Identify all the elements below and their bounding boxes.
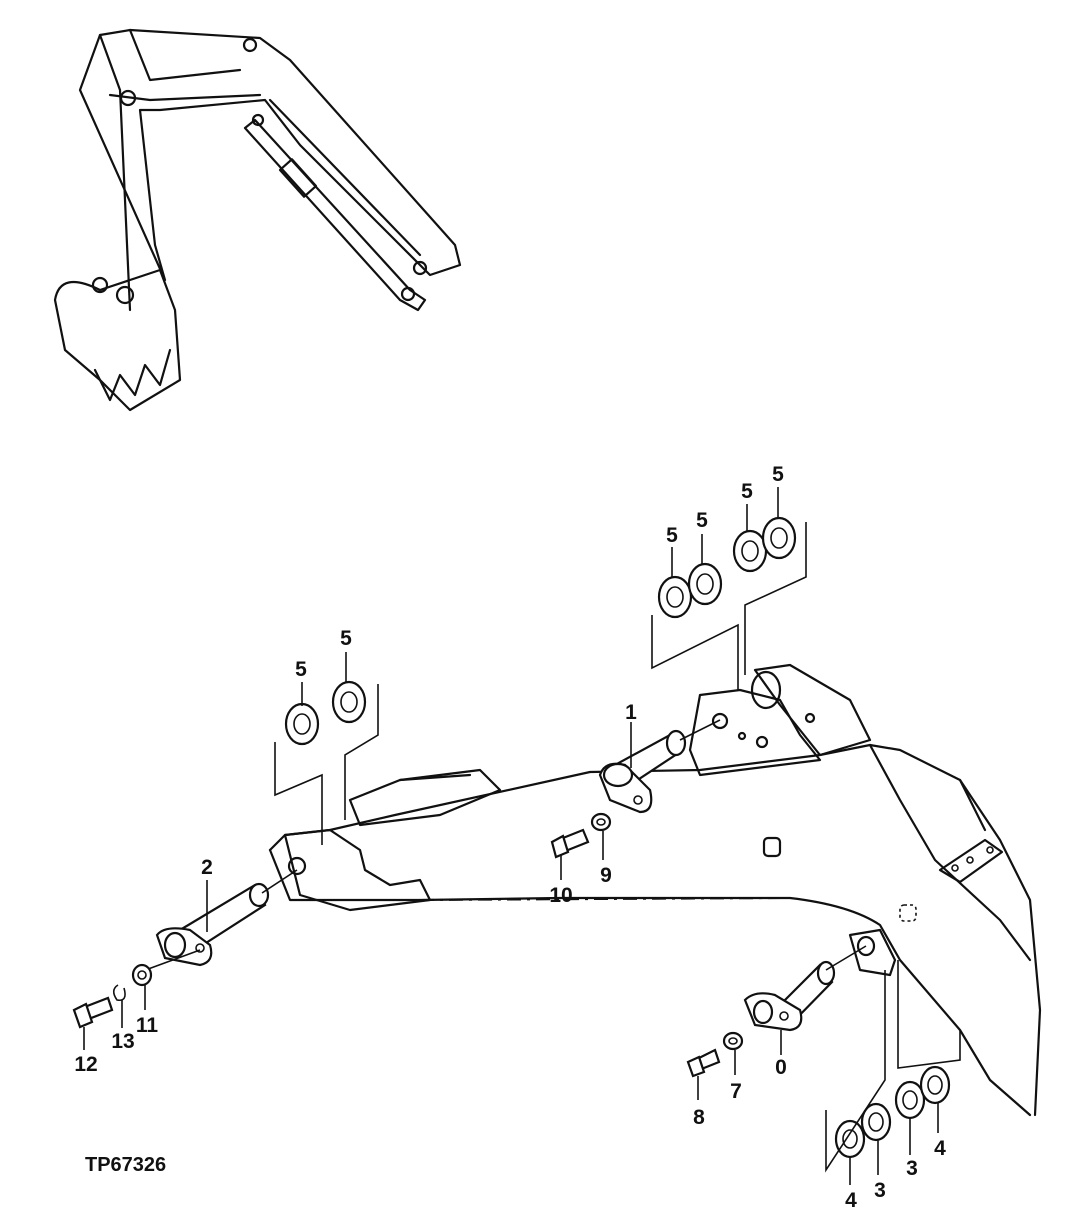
callout-12: 12 [74,1053,97,1076]
callout-9: 9 [600,864,612,887]
centerline [419,897,791,901]
callout-1: 1 [625,701,637,724]
shim-group-bottom [825,960,961,1173]
callout-5: 5 [772,463,784,486]
bolt-8 [686,1048,721,1078]
callout-3: 3 [874,1179,886,1202]
boom-assembly [268,663,1042,1117]
callout-2: 2 [201,856,213,879]
callout-11: 11 [136,1014,159,1037]
shim-group-left [274,680,379,845]
callout-labels: 1 2 0 10 9 11 13 12 7 8 5 5 5 5 5 5 4 3 … [74,463,946,1212]
callout-5: 5 [741,480,753,503]
bolt-12 [72,996,114,1029]
figure-code: TP67326 [85,1154,166,1176]
lockwasher-13 [112,984,126,1002]
callout-5: 5 [340,627,352,650]
washer-9 [590,812,612,832]
washer-11 [131,963,153,987]
callout-13: 13 [111,1030,134,1053]
pin-1 [598,719,721,814]
callout-10: 10 [549,884,572,907]
callout-8: 8 [693,1106,705,1129]
leader-lines [83,487,939,1185]
callout-5: 5 [295,658,307,681]
callout-4: 4 [845,1189,857,1212]
callout-5: 5 [696,509,708,532]
callout-4: 4 [934,1137,946,1160]
shim-group-top [651,516,807,690]
callout-5: 5 [666,524,678,547]
callout-3: 3 [906,1157,918,1180]
pin-2 [139,869,298,973]
washer-7 [722,1031,744,1051]
pin-0 [743,945,867,1032]
excavator-overview [53,28,462,412]
callout-7: 7 [730,1080,742,1103]
bolt-10 [550,828,590,859]
callout-0: 0 [775,1056,787,1079]
